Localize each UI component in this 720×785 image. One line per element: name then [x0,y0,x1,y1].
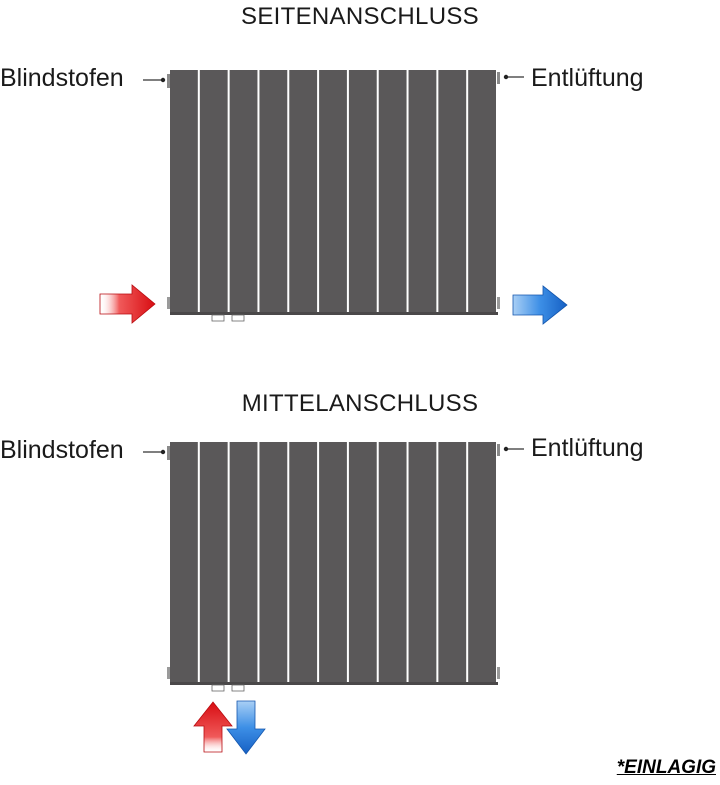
radiator-panel [468,70,496,315]
connection-port [211,684,225,692]
radiator-panel [170,442,198,685]
blind-plug-label-side: Blindstofen [0,64,124,92]
radiator-panel [378,442,407,685]
blind-plug-dot-middle [160,449,166,455]
radiator-panel [408,442,437,685]
footnote-single-layer: *EINLAGIG [616,757,716,778]
cold-return-arrow-icon [226,700,266,755]
radiator-panel [438,70,467,315]
radiator-panel [468,442,496,685]
radiator-panel [289,442,318,685]
radiator-panel [259,70,288,315]
radiator-panel [348,70,377,315]
section-title-middle: MITTELANSCHLUSS [241,390,479,417]
radiator-side-connection [167,70,500,322]
radiator-panel [199,442,228,685]
radiator-panel [229,442,258,685]
radiator-panel [229,70,258,315]
radiator-panel [170,70,198,315]
radiator-panel [348,442,377,685]
vent-label-middle: Entlüftung [531,434,644,462]
hot-supply-arrow-icon [99,284,156,324]
blind-plug-label-middle: Blindstofen [0,436,124,464]
radiator-panel [289,70,318,315]
radiator-panel [438,442,467,685]
radiator-middle-connection [167,442,500,692]
connection-port [211,314,225,322]
vent-dot-middle [503,446,509,452]
section-title-side: SEITENANSCHLUSS [241,3,479,30]
radiator-panel [319,442,347,685]
radiator-panel [259,442,288,685]
vent-dot-side [503,74,509,80]
radiator-panel [199,70,228,315]
radiator-panel [378,70,407,315]
blind-plug-dot-side [160,77,166,83]
radiator-panel [319,70,347,315]
vent-label-side: Entlüftung [531,64,644,92]
connection-port [231,314,245,322]
connection-port [231,684,245,692]
hot-supply-arrow-icon [193,701,233,753]
cold-return-arrow-icon [512,285,568,325]
radiator-panel [408,70,437,315]
